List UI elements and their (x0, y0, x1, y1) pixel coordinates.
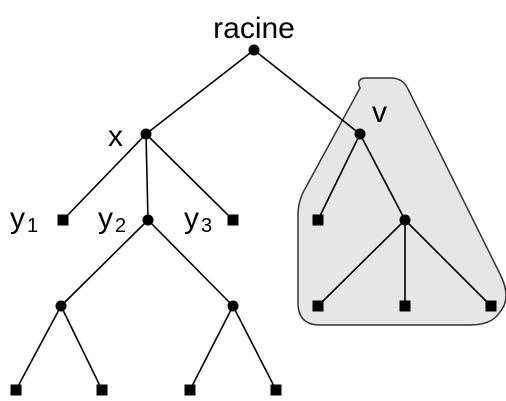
node-a (55, 300, 67, 312)
edge-a-l1 (15, 305, 62, 391)
node-v2 (399, 214, 411, 226)
node-x (140, 128, 152, 140)
y1-label-base: y (10, 202, 25, 235)
node-l2 (96, 384, 108, 396)
edge-v2-v3 (317, 219, 406, 307)
edge-y2-b (147, 219, 234, 307)
highlight-subtree-region (297, 77, 506, 326)
root-label: racine (213, 12, 295, 45)
node-v (354, 128, 366, 140)
edge-y2-a (60, 219, 149, 307)
node-v1 (312, 214, 324, 226)
edges (15, 49, 492, 391)
node-l1 (10, 384, 22, 396)
node-v4 (399, 300, 411, 312)
node-v5 (485, 300, 497, 312)
x-label: x (108, 120, 123, 153)
node-y3 (227, 214, 239, 226)
node-v3 (312, 300, 324, 312)
edge-b-l4 (232, 305, 277, 391)
y2-label-base: y (98, 202, 113, 235)
edge-b-l3 (189, 305, 234, 391)
node-y2 (142, 214, 154, 226)
node-racine (248, 44, 260, 56)
node-b (227, 300, 239, 312)
node-l4 (270, 384, 282, 396)
v-label: v (372, 96, 387, 129)
y1-label-subscript: 1 (27, 215, 38, 237)
node-y1 (57, 214, 69, 226)
y3-label-subscript: 3 (201, 215, 212, 237)
edge-v2-v5 (404, 219, 492, 307)
edge-x-y1 (62, 133, 147, 221)
nodes (10, 44, 497, 396)
y2-label-subscript: 2 (115, 215, 126, 237)
edge-racine-x (145, 49, 255, 135)
edge-x-y2 (145, 133, 149, 221)
node-l3 (184, 384, 196, 396)
edge-v-v1 (317, 133, 361, 221)
y3-label-base: y (184, 202, 199, 235)
edge-x-y3 (145, 133, 234, 221)
edge-v-v2 (359, 133, 406, 221)
edge-racine-v (253, 49, 361, 135)
edge-a-l2 (60, 305, 103, 391)
